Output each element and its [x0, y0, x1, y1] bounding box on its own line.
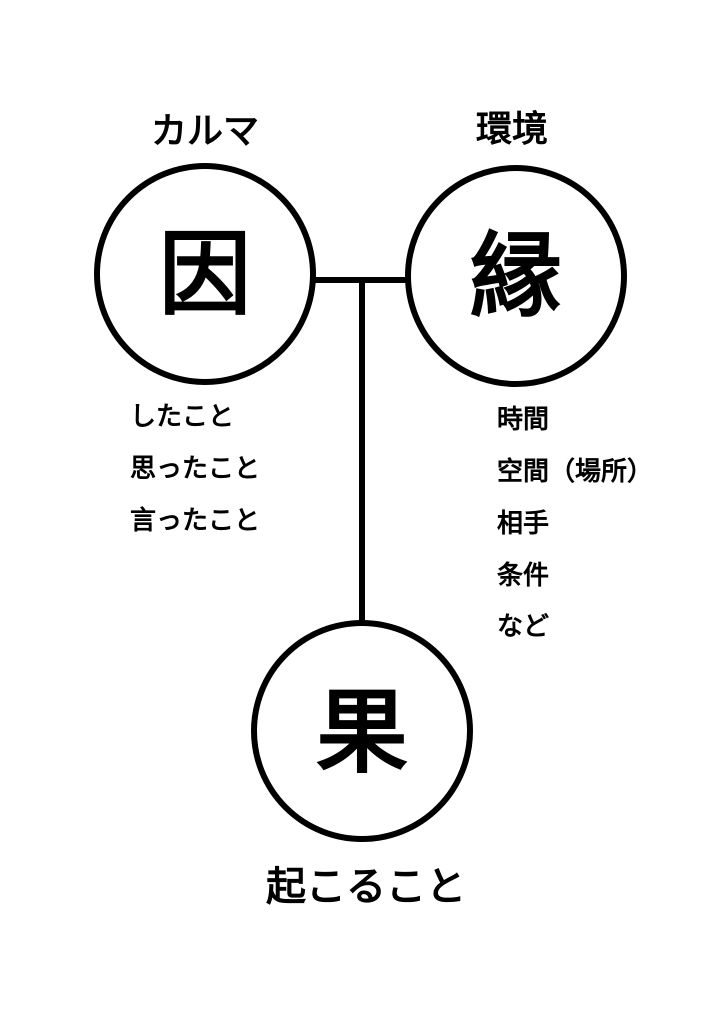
effect-symbol: 果	[316, 679, 408, 786]
condition-symbol: 縁	[470, 223, 562, 330]
cause-item: 思ったこと	[130, 454, 260, 484]
condition-item: など	[497, 612, 549, 642]
condition-item: 相手	[497, 509, 549, 539]
effect-label: 起こること	[266, 864, 466, 910]
cause-item: したこと	[130, 402, 234, 432]
condition-circle	[405, 165, 627, 387]
effect-circle	[251, 620, 473, 842]
condition-item: 空間（場所）	[497, 456, 653, 487]
condition-label: 環境	[476, 109, 548, 150]
condition-item: 条件	[497, 561, 549, 591]
condition-item: 時間	[497, 405, 549, 435]
cause-item: 言ったこと	[130, 506, 260, 536]
cause-label: カルマ	[151, 111, 259, 152]
cause-symbol: 因	[159, 221, 251, 328]
cause-circle	[94, 163, 316, 385]
